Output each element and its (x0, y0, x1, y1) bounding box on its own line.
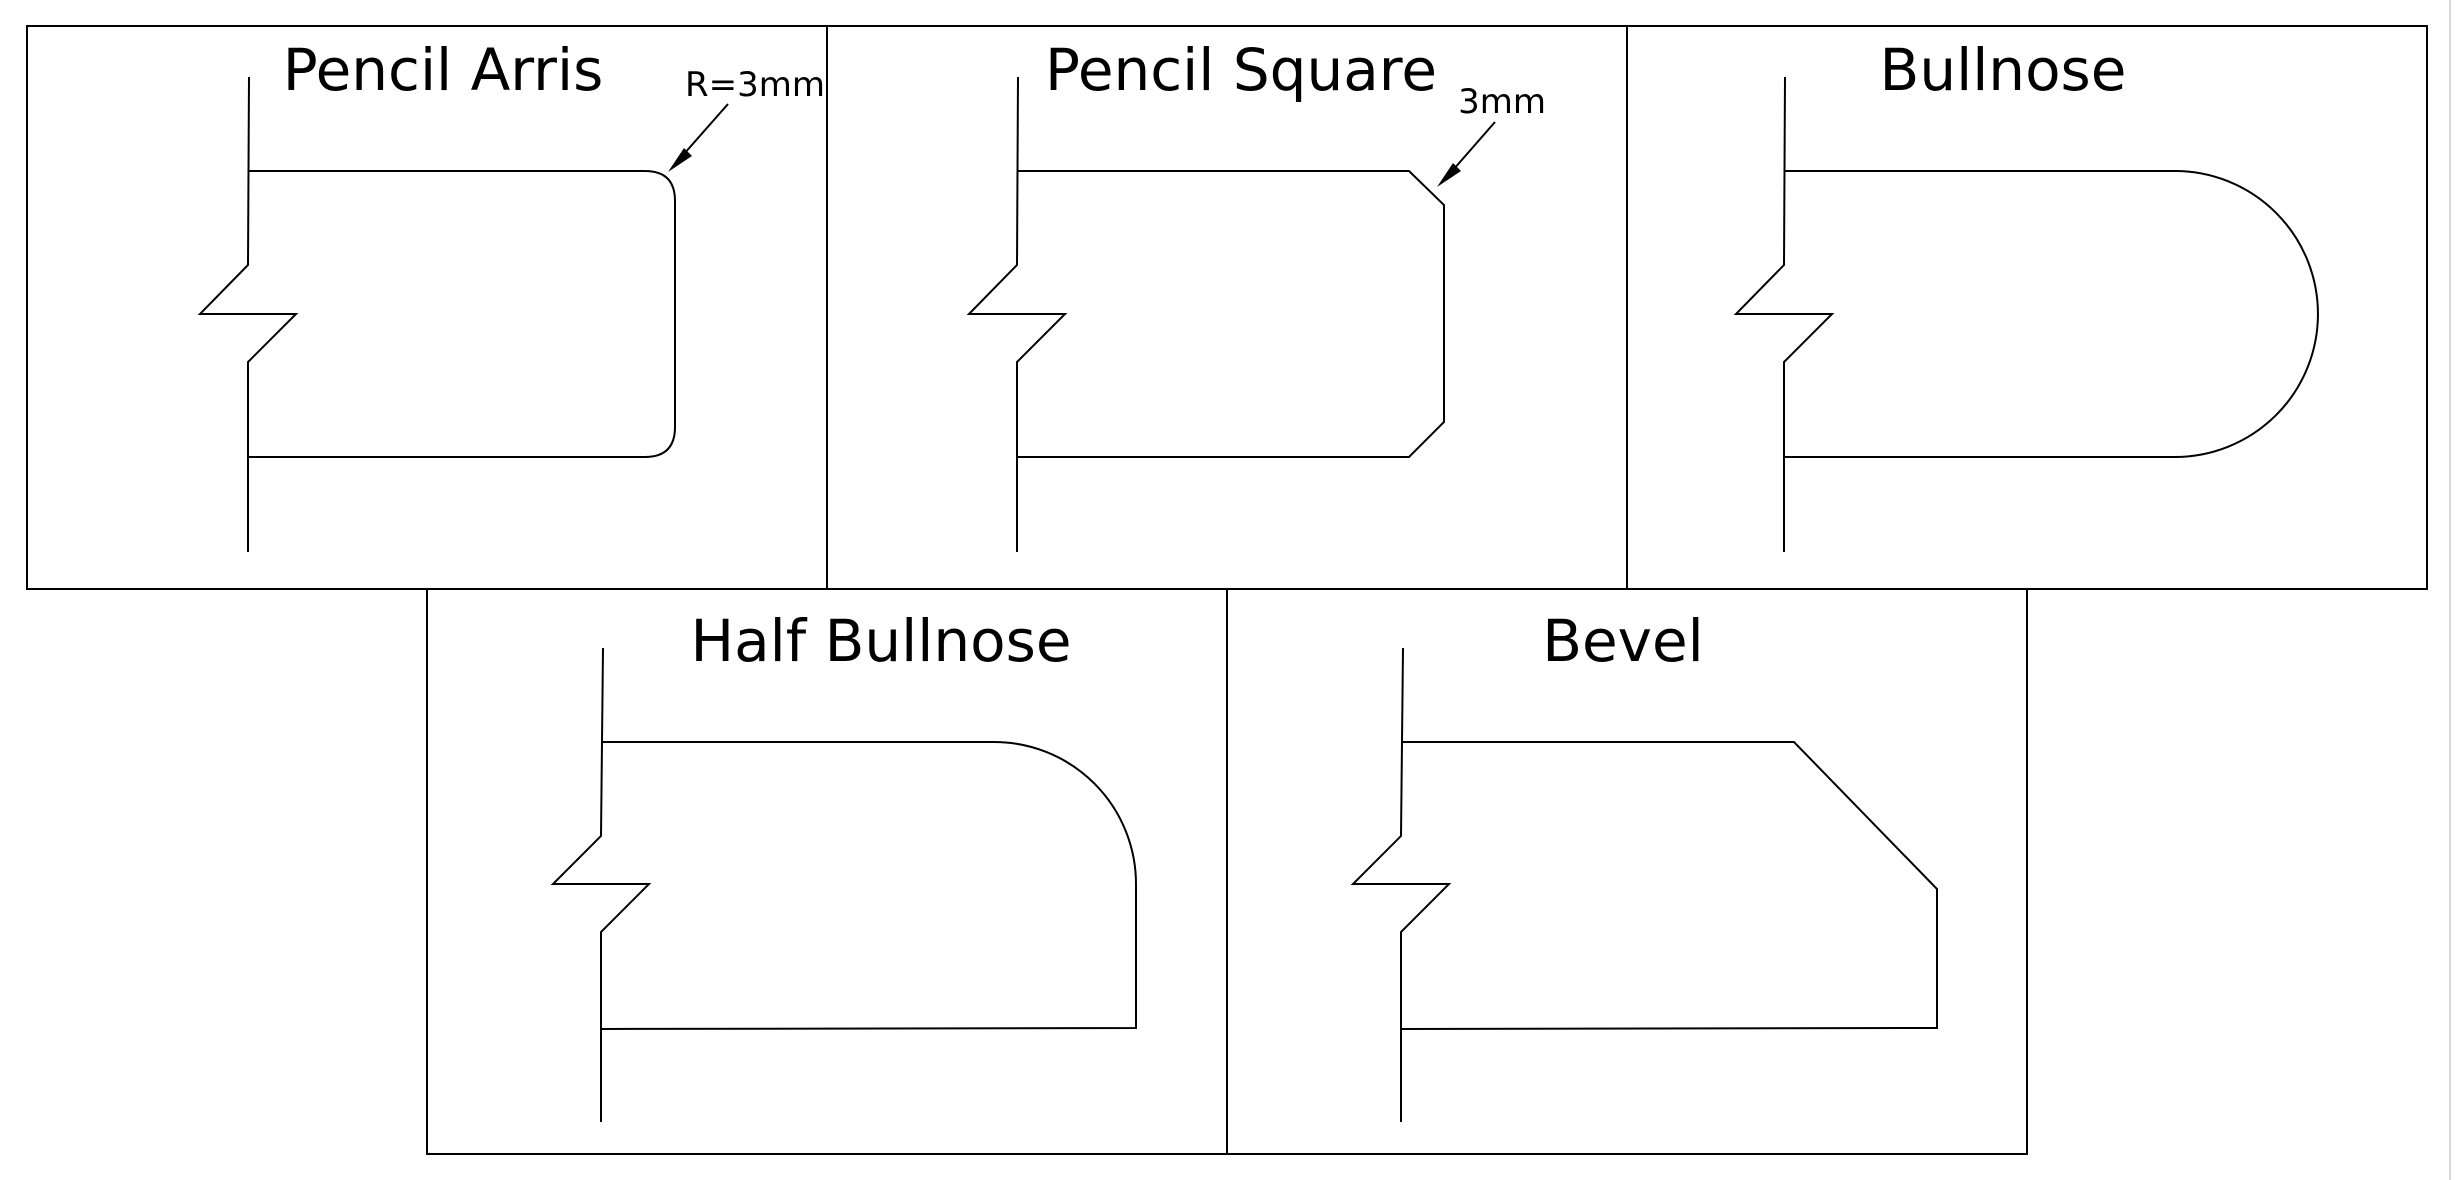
annotation-label: R=3mm (685, 65, 825, 105)
edge-profile-outline (1017, 170, 1445, 458)
annotation-label: 3mm (1458, 82, 1546, 122)
edge-profile-outline (1400, 741, 1938, 1030)
panel-half-bullnose: Half Bullnose (426, 588, 1228, 1155)
panel-pencil-square: Pencil Square 3mm (826, 25, 1628, 590)
edge-profile-outline (600, 741, 1137, 1030)
panel-pencil-arris: Pencil Arris R=3mm (26, 25, 828, 590)
profile-title: Half Bullnose (690, 607, 1071, 675)
panel-bullnose: Bullnose (1626, 25, 2428, 590)
profile-title: Pencil Square (1045, 36, 1437, 104)
annotation-arrowhead (1437, 163, 1461, 187)
break-line (550, 647, 652, 1122)
panel-bevel: Bevel (1226, 588, 2028, 1155)
profile-title: Bevel (1542, 607, 1704, 675)
panel-frame (1226, 588, 2028, 1155)
break-line (1350, 647, 1452, 1122)
break-line (197, 76, 299, 552)
edge-profile-outline (248, 170, 676, 458)
profile-title: Pencil Arris (283, 36, 604, 104)
panel-frame (26, 25, 828, 590)
profile-title: Bullnose (1880, 36, 2127, 104)
panel-frame (1626, 25, 2428, 590)
break-line (1733, 76, 1835, 552)
edge-profile-outline (1784, 170, 2319, 458)
annotation-arrowhead (668, 148, 692, 172)
break-line (966, 76, 1068, 552)
